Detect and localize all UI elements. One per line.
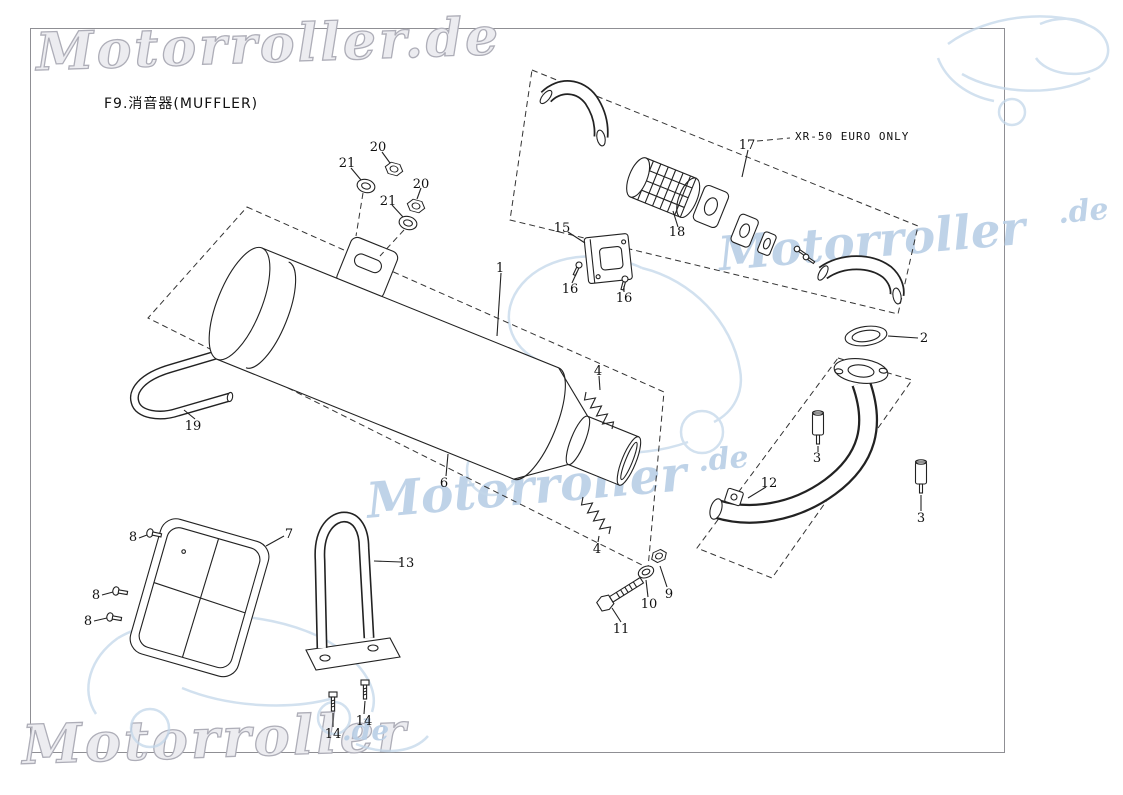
leader-lines xyxy=(93,137,922,727)
part-label-10: 10 xyxy=(641,597,658,612)
part-label-1: 1 xyxy=(496,261,504,276)
part-2-gasket xyxy=(844,325,888,347)
pipe-bracket-tab xyxy=(724,487,744,507)
euro-kit-screw xyxy=(793,245,807,257)
part-label-20: 20 xyxy=(370,140,387,155)
euro-kit-plate xyxy=(730,213,759,248)
part-17-euro-pipe-assembly xyxy=(539,80,905,305)
part-3-spacer xyxy=(811,410,825,445)
part-label-9: 9 xyxy=(665,587,673,602)
part-10-washer xyxy=(637,565,655,579)
part-7-heat-shield xyxy=(129,518,270,678)
part-label-11: 11 xyxy=(613,622,630,637)
part-label-12: 12 xyxy=(761,476,778,491)
euro-kit-plate xyxy=(692,184,730,229)
part-21-washer xyxy=(398,215,418,231)
page-border-frame xyxy=(30,28,1005,753)
part-label-16: 16 xyxy=(616,291,633,306)
part-21-washer xyxy=(356,178,376,194)
part-label-14: 14 xyxy=(356,714,373,729)
part-18-silencer-insert xyxy=(626,157,701,219)
part-label-16: 16 xyxy=(562,282,579,297)
part-label-15: 15 xyxy=(554,221,571,236)
part-8-screw xyxy=(106,612,123,622)
pipe-flange xyxy=(833,358,889,384)
euro-kit-screw xyxy=(802,253,816,265)
euro-kit-gasket xyxy=(757,231,777,256)
part-label-8: 8 xyxy=(92,588,100,603)
part-9-nut xyxy=(651,548,667,564)
part-label-4: 4 xyxy=(594,364,602,379)
part-8-screw xyxy=(146,528,163,538)
part-label-20: 20 xyxy=(413,177,430,192)
part-labels: 1233446788891011121314141516161718192021… xyxy=(84,138,928,742)
part-label-3: 3 xyxy=(813,451,821,466)
part-label-7: 7 xyxy=(285,527,293,542)
part-14-bolt xyxy=(360,679,370,700)
part-label-2: 2 xyxy=(920,331,928,346)
page-title: F9.消音器(MUFFLER) xyxy=(104,96,259,112)
part-4-spring-lower xyxy=(580,496,612,535)
dashed-box-header-pipe xyxy=(696,357,913,579)
euro-only-note: XR-50 EURO ONLY xyxy=(795,130,910,143)
part-15-bracket xyxy=(583,233,633,285)
part-label-8: 8 xyxy=(84,614,92,629)
part-label-21: 21 xyxy=(339,156,356,171)
part-11-bolt xyxy=(596,576,645,612)
part-label-4: 4 xyxy=(593,542,601,557)
part-4-spring-upper xyxy=(583,391,615,430)
part-8-screw xyxy=(112,586,129,596)
scooter-sketch-top-right-icon xyxy=(936,15,1110,127)
part-label-8: 8 xyxy=(129,530,137,545)
part-label-21: 21 xyxy=(380,194,397,209)
part-label-18: 18 xyxy=(669,225,686,240)
part-label-6: 6 xyxy=(440,476,448,491)
part-20-nut xyxy=(406,198,426,214)
part-label-14: 14 xyxy=(325,727,342,742)
part-label-17: 17 xyxy=(739,138,756,153)
part-label-3: 3 xyxy=(917,511,925,526)
part-13-stand-bracket xyxy=(305,511,401,671)
part-12-header-pipe xyxy=(709,358,889,524)
part-20-nut xyxy=(384,161,404,177)
part-16-screw xyxy=(572,261,583,277)
part-3-spacer xyxy=(914,459,928,494)
part-label-19: 19 xyxy=(185,419,202,434)
part-label-13: 13 xyxy=(398,556,415,571)
part-14-bolt xyxy=(328,691,338,712)
